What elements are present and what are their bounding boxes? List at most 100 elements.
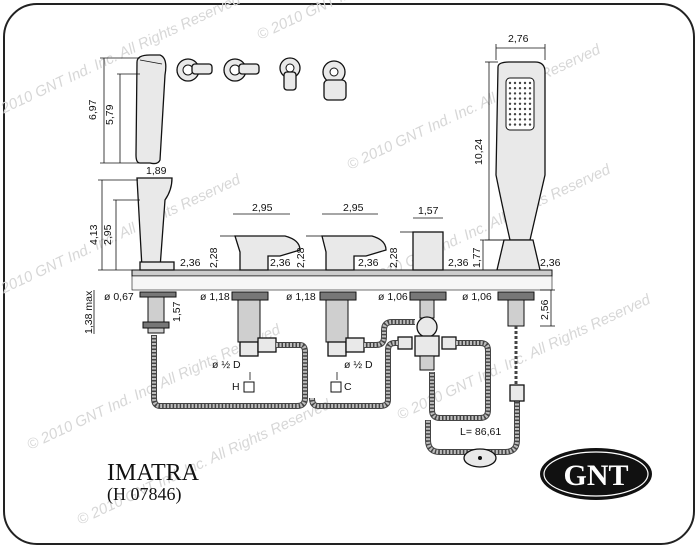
shower-nozzle (528, 81, 532, 85)
shower-nozzle (528, 102, 532, 106)
max-deck: 1,38 max (83, 290, 95, 334)
shower-length: 10,24 (473, 139, 485, 165)
shower-nozzle (513, 118, 517, 121)
handle-icons (176, 57, 347, 101)
shower-nozzle (523, 81, 527, 85)
shower-nozzle (508, 123, 512, 126)
shower-nozzle (513, 123, 517, 126)
hose-weight (463, 448, 497, 468)
cold-base: 2,36 (358, 257, 379, 269)
shower-nozzle (508, 92, 512, 95)
shower-nozzle (513, 113, 517, 116)
hot-shank-dia: ø 1,18 (200, 291, 230, 303)
shower-holder-height: 1,77 (471, 247, 483, 268)
shower-nozzle (523, 113, 527, 116)
diverter-height: 2,28 (388, 247, 400, 268)
shower-nozzle (518, 81, 522, 85)
product-code: (H 07846) (107, 484, 182, 505)
shower-nozzle (518, 107, 522, 111)
cold-label: C (344, 381, 352, 393)
shower-nozzle (528, 107, 532, 111)
shower-nozzle (528, 123, 532, 126)
shower-nozzle (528, 87, 532, 90)
hot-base: 2,36 (270, 257, 291, 269)
shower-nozzle (508, 87, 512, 90)
cold-shank-dia: ø 1,18 (286, 291, 316, 303)
shower-nozzle (528, 92, 532, 95)
shower-nozzle (508, 81, 512, 85)
shower-nozzle (508, 107, 512, 111)
shower-nozzle (508, 113, 512, 116)
shower-nozzle (513, 107, 517, 111)
hot-label: H (232, 381, 240, 393)
handle-icon-3 (279, 57, 301, 91)
spout-height-total: 6,97 (87, 99, 99, 120)
shower-nozzle (528, 113, 532, 116)
diverter-base: 2,36 (448, 257, 469, 269)
hose-length: L= 86,61 (460, 426, 501, 438)
shower-nozzle (513, 87, 517, 90)
shower-nozzle (513, 92, 517, 95)
cold-handle-height: 2,28 (295, 247, 307, 268)
shower-nozzle (518, 102, 522, 106)
shower-shank-dia: ø 1,06 (462, 291, 492, 303)
spout-shank-len: 1,57 (171, 301, 183, 322)
spout-side-view: 6,97 5,79 (87, 54, 167, 165)
shower-nozzle (508, 118, 512, 121)
spout-front-view: 1,89 4,13 2,95 2,36 ø 0,67 1,57 1,38 max (83, 165, 201, 334)
shower-nozzle (508, 102, 512, 106)
cold-indicator-icon (330, 381, 342, 393)
shower-nozzle (518, 92, 522, 95)
spout-shank-dia: ø 0,67 (104, 291, 134, 303)
diverter-shank-dia: ø 1,06 (378, 291, 408, 303)
handle-icon-2 (223, 58, 260, 82)
watermark: © 2010 GNT Ind. Inc. All Rights Reserved (255, 0, 514, 44)
shower-nozzle-grid (508, 81, 532, 126)
shower-nozzle (523, 97, 527, 100)
cold-valve: 2,95 2,28 2,36 ø 1,18 ø ½ D C (286, 202, 387, 393)
shower-nozzle (518, 97, 522, 100)
hot-handle-width: 2,95 (252, 202, 273, 214)
diverter-valve: 1,57 2,28 2,36 ø 1,06 (378, 205, 469, 371)
shower-nozzle (513, 81, 517, 85)
shower-nozzle (513, 102, 517, 106)
shower-shank: ø 1,06 2,56 (462, 289, 555, 327)
shower-nozzle (513, 97, 517, 100)
shower-nozzle (523, 92, 527, 95)
shower-nozzle (518, 118, 522, 121)
shower-nozzle (523, 107, 527, 111)
shower-shank-len: 2,56 (539, 299, 551, 320)
shower-nozzle (523, 118, 527, 121)
hot-indicator-icon (243, 381, 255, 393)
shower-width: 2,76 (508, 33, 529, 45)
shower-nozzle (523, 102, 527, 106)
shower-nozzle (523, 87, 527, 90)
hot-handle-height: 2,28 (208, 247, 220, 268)
spout-base-height-outer: 4,13 (88, 224, 100, 245)
cold-inlet: ø ½ D (344, 359, 373, 371)
shower-nozzle (528, 97, 532, 100)
spout-height-inner: 5,79 (104, 104, 116, 125)
handle-icon-4 (322, 60, 347, 101)
gnt-logo: GNT (540, 448, 652, 500)
shower-nozzle (528, 118, 532, 121)
diverter-width: 1,57 (418, 205, 439, 217)
logo-text: GNT (563, 459, 628, 492)
hot-inlet: ø ½ D (212, 359, 241, 371)
shower-base: 2,36 (540, 257, 561, 269)
shower-nozzle (508, 97, 512, 100)
hose-connector (509, 384, 525, 402)
hot-valve: 2,95 2,28 2,36 ø 1,18 ø ½ D H (200, 202, 301, 393)
shower-nozzle (518, 87, 522, 90)
cold-handle-width: 2,95 (343, 202, 364, 214)
spout-base-offset: 2,36 (180, 257, 201, 269)
hand-shower: 2,76 10,24 1,77 2,36 (471, 33, 561, 271)
product-name: IMATRA (107, 460, 200, 486)
spout-width: 1,89 (146, 165, 167, 177)
shower-nozzle (518, 123, 522, 126)
shower-nozzle (518, 113, 522, 116)
watermark: © 2010 GNT Ind. Inc. All Rights Reserved (0, 0, 244, 124)
spout-base-height-inner: 2,95 (102, 224, 114, 245)
handle-icon-1 (176, 58, 213, 82)
